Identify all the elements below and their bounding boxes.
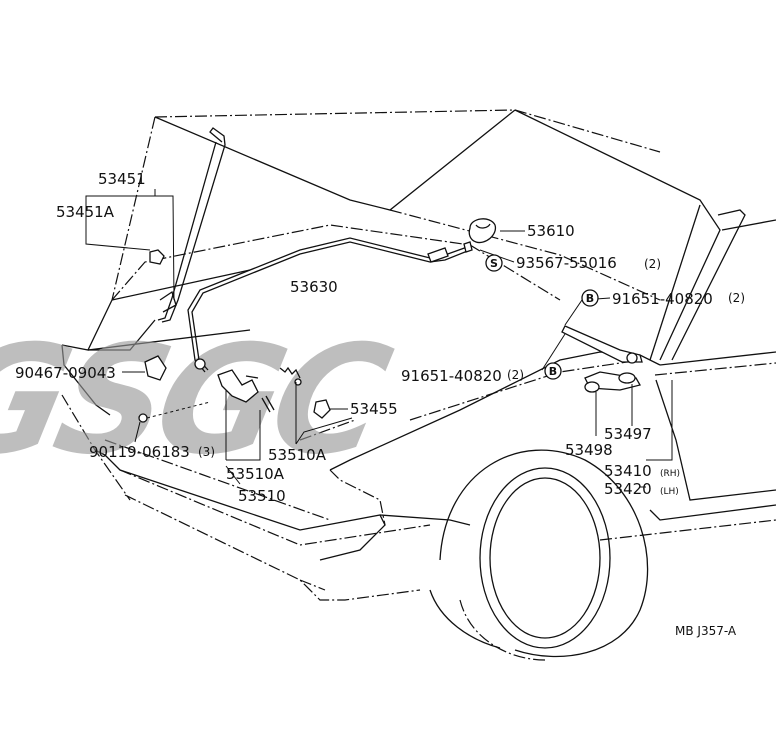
symbol-b-text: B [586,292,594,305]
label-53451: 53451 [98,170,146,188]
qty-93567: (2) [644,257,661,271]
symbol-b-91651-top: B [581,289,599,307]
qty-90119: (3) [198,445,215,459]
label-53455: 53455 [350,400,398,418]
label-90119-06183: 90119-06183 [89,443,190,461]
label-53497: 53497 [604,425,652,443]
label-53610: 53610 [527,222,575,240]
leader-lines [85,189,673,488]
car-body-outline [61,109,776,601]
label-53451a: 53451A [56,203,115,221]
label-93567-55016: 93567-55016 [516,254,617,272]
qty-91651: (2) [728,291,745,305]
diagram-reference: MB J357-A [675,624,737,638]
symbol-b-text: B [549,365,557,378]
hood-hinge-53410 [561,325,643,393]
label-53510a-right: 53510A [268,446,327,464]
symbol-s-text: S [490,257,498,270]
side-53410: (RH) [660,469,680,479]
label-53420: 53420 [604,480,652,498]
label-53498: 53498 [565,441,613,459]
part-labels: 53451 53451A 53630 53610 93567-55016 (2)… [15,170,745,638]
label-53630: 53630 [290,278,338,296]
label-91651-40820-lower: 91651-40820 [401,367,502,385]
label-53510: 53510 [238,487,286,505]
hood-lock-parts [138,355,331,423]
side-53420: (LH) [660,487,679,497]
rod-clip-53451a [149,249,165,265]
label-90467-09043: 90467-09043 [15,364,116,382]
hood-cushion-53610 [468,218,497,244]
label-53510a-left: 53510A [226,465,285,483]
release-cable-53630 [187,237,473,373]
hood-support-rod [157,127,226,323]
watermark-text: GSGC [0,313,403,488]
qty-91651-lower: (2) [507,368,524,382]
symbol-s-93567: S [485,254,503,272]
front-wheel [429,449,649,661]
symbol-b-91651-bottom: B [544,362,562,380]
label-53410: 53410 [604,462,652,480]
label-91651-40820: 91651-40820 [612,290,713,308]
